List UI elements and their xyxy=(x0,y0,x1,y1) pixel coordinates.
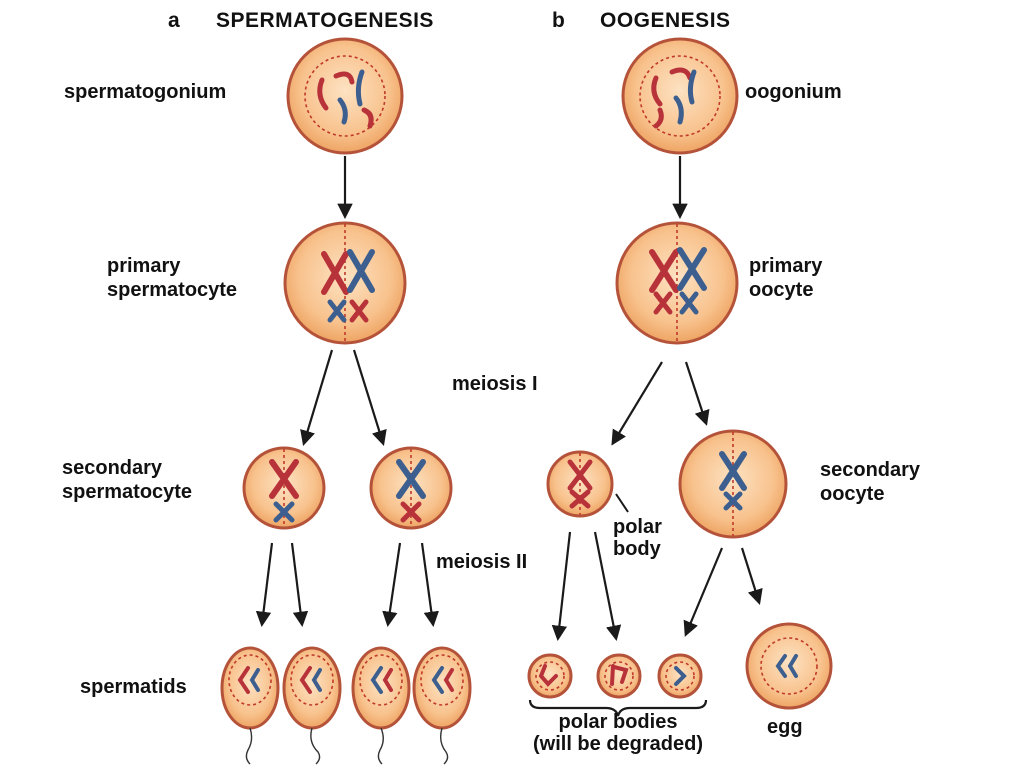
secondary-spermatocyte-left-cell xyxy=(242,446,326,530)
label-polar-body-1: polar xyxy=(613,516,662,538)
spermatid-2 xyxy=(282,646,342,765)
first-polar-body-cell xyxy=(546,450,614,518)
arrow-primary-to-secondary-left xyxy=(300,349,334,446)
primary-spermatocyte-cell xyxy=(283,221,407,345)
label-primary-oocyte-1: primary xyxy=(749,255,823,277)
label-meiosis-1: meiosis I xyxy=(452,373,538,395)
arrow-secondary-oocyte-to-polar-body-3 xyxy=(683,547,724,637)
panel-b-letter: b xyxy=(552,9,565,32)
label-polar-bodies-2: (will be degraded) xyxy=(533,733,703,755)
arrow-secondary-left-to-spermatid-1 xyxy=(255,542,274,628)
label-polar-body-2: body xyxy=(613,538,662,560)
panel-a-letter: a xyxy=(168,9,180,32)
primary-oocyte-cell xyxy=(615,221,739,345)
label-secondary-spermatocyte-1: secondary xyxy=(62,457,163,479)
arrow-secondary-right-to-spermatid-3 xyxy=(382,542,402,628)
polar-body-degraded-3 xyxy=(657,653,703,699)
arrow-primary-to-secondary-right xyxy=(352,349,387,446)
panel-a-title: SPERMATOGENESIS xyxy=(216,9,434,32)
oogonium-cell xyxy=(621,37,739,155)
label-spermatogonium: spermatogonium xyxy=(64,81,226,103)
arrow-polar-body-to-polar-body-1 xyxy=(551,531,572,642)
spermatid-3 xyxy=(351,646,411,765)
label-primary-oocyte-2: oocyte xyxy=(749,279,813,301)
label-secondary-spermatocyte-2: spermatocyte xyxy=(62,481,192,503)
secondary-spermatocyte-right-cell xyxy=(369,446,453,530)
spermatid-4 xyxy=(412,646,472,765)
arrow-secondary-right-to-spermatid-4 xyxy=(420,542,439,628)
arrow-polar-body-to-polar-body-2 xyxy=(593,531,622,642)
polar-bodies-brace xyxy=(528,699,708,717)
label-secondary-oocyte-2: oocyte xyxy=(820,483,884,505)
label-spermatids: spermatids xyxy=(80,676,187,698)
secondary-oocyte-cell xyxy=(678,429,788,539)
arrow-secondary-oocyte-to-egg xyxy=(740,547,763,605)
arrow-primary-oocyte-to-polar-body xyxy=(611,361,663,446)
label-egg: egg xyxy=(767,716,803,738)
label-meiosis-2: meiosis II xyxy=(436,551,527,573)
spermatogonium-cell xyxy=(286,37,404,155)
arrow-secondary-left-to-spermatid-2 xyxy=(290,542,309,628)
arrow-primary-oocyte-to-secondary-oocyte xyxy=(684,361,710,426)
polar-body-degraded-1 xyxy=(527,653,573,699)
egg-cell xyxy=(745,622,833,710)
label-primary-spermatocyte-2: spermatocyte xyxy=(107,279,237,301)
label-primary-spermatocyte-1: primary xyxy=(107,255,181,277)
polar-body-pointer xyxy=(615,493,629,513)
label-polar-bodies-1: polar bodies xyxy=(559,711,678,733)
label-oogonium: oogonium xyxy=(745,81,842,103)
spermatid-1 xyxy=(220,646,280,765)
panel-b-title: OOGENESIS xyxy=(600,9,731,32)
polar-body-degraded-2 xyxy=(596,653,642,699)
label-secondary-oocyte-1: secondary xyxy=(820,459,921,481)
